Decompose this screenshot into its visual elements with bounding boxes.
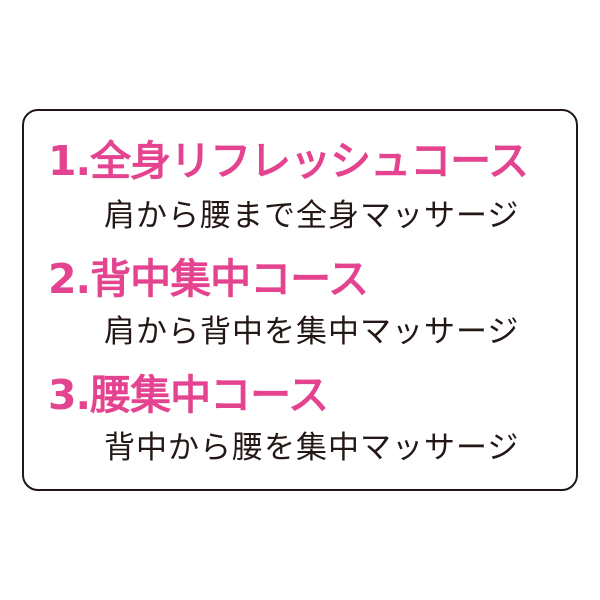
course-list-panel bbox=[22, 109, 578, 491]
course-description-3: 背中から腰を集中マッサージ bbox=[104, 430, 520, 466]
course-description-2: 肩から背中を集中マッサージ bbox=[104, 314, 520, 350]
course-title-2: 2.背中集中コース bbox=[48, 255, 369, 303]
course-title-3: 3.腰集中コース bbox=[48, 371, 329, 419]
course-description-1: 肩から腰まで全身マッサージ bbox=[104, 198, 520, 234]
course-title-1: 1.全身リフレッシュコース bbox=[48, 137, 529, 185]
